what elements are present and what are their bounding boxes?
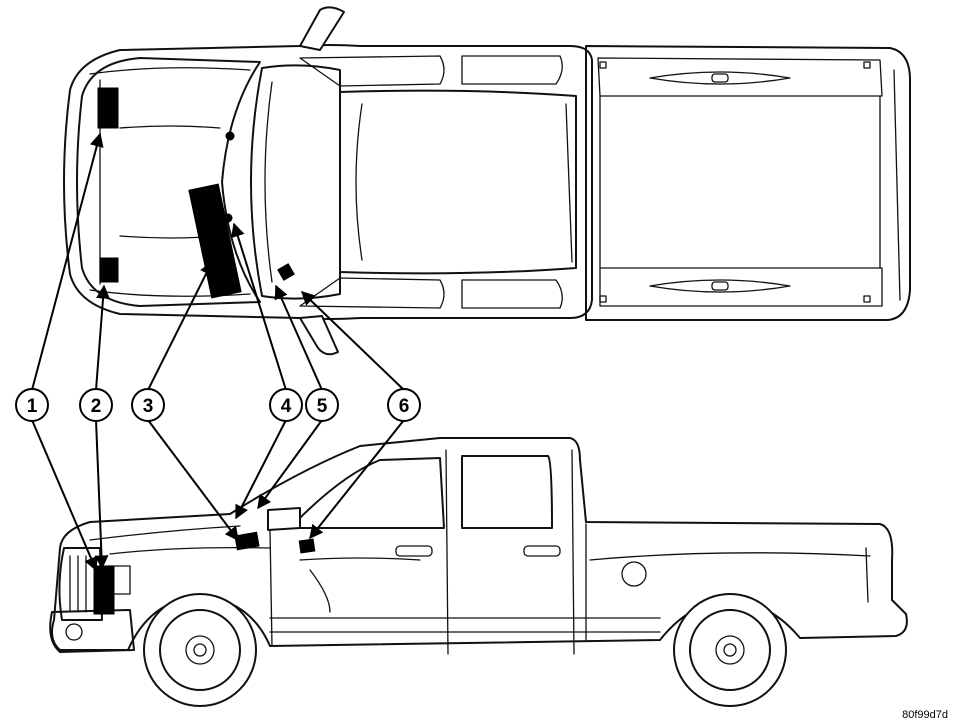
component-front-right-top — [99, 257, 119, 283]
component-door-module-top — [277, 263, 295, 281]
callout-5-label: 5 — [317, 396, 328, 417]
component-front-left-top — [97, 87, 119, 129]
leader-lines — [31, 132, 405, 572]
side-components — [93, 531, 316, 615]
callout-1: 1 — [15, 388, 49, 422]
callout-2-label: 2 — [91, 396, 102, 417]
truck-side-view — [49, 437, 908, 707]
callout-5: 5 — [305, 388, 339, 422]
component-cowl-module-top — [188, 183, 242, 299]
callout-1-label: 1 — [27, 396, 38, 417]
callout-6: 6 — [387, 388, 421, 422]
callout-3: 3 — [131, 388, 165, 422]
truck-top-view — [63, 6, 911, 356]
component-front-side — [93, 565, 115, 615]
callout-4-label: 4 — [281, 396, 292, 417]
top-components — [97, 87, 295, 299]
callout-4: 4 — [269, 388, 303, 422]
callout-6-label: 6 — [399, 396, 410, 417]
callout-2: 2 — [79, 388, 113, 422]
component-door-side — [298, 538, 316, 554]
figure-id: 80f99d7d — [902, 709, 948, 721]
callout-3-label: 3 — [143, 396, 154, 417]
component-cowl-side — [234, 531, 260, 551]
